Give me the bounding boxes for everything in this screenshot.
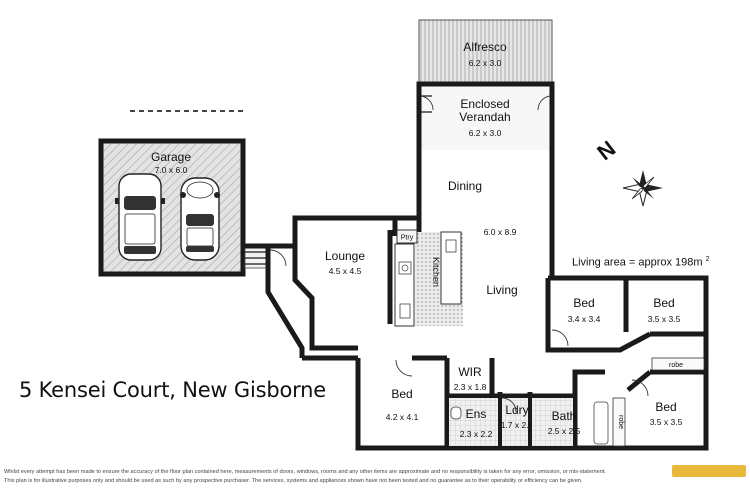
master-bed-label: Bed: [391, 387, 412, 401]
kitchen-label: Kitchen: [431, 257, 441, 287]
house-walls: [265, 150, 709, 451]
laundry-label: Ldry: [505, 403, 528, 417]
bath-dims: 2.5 x 2.5: [548, 426, 581, 436]
bed4-dims: 3.5 x 3.5: [650, 417, 683, 427]
verandah-room: Enclosed Verandah 6.2 x 3.0: [416, 81, 555, 150]
living-label: Living: [486, 283, 517, 297]
dining-label: Dining: [448, 179, 482, 193]
alfresco-area: Alfresco 6.2 x 3.0: [418, 19, 553, 84]
garage-room: Garage 7.0 x 6.0: [98, 138, 246, 277]
lounge-dims: 4.5 x 4.5: [329, 266, 362, 276]
verandah-label-2: Verandah: [459, 110, 510, 124]
compass-north-letter: N: [592, 136, 620, 165]
living-area-superscript: 2: [705, 256, 710, 263]
living-dims: 6.0 x 8.9: [484, 227, 517, 237]
wir-dims: 2.3 x 1.8: [454, 382, 487, 392]
pantry-label: Ptry: [401, 235, 414, 242]
disclaimer-line-1: Whilst every attempt has been made to en…: [4, 469, 606, 475]
kitchen-room: Kitchen Ptry: [394, 229, 463, 327]
company-logo: [672, 465, 746, 477]
garage-label: Garage: [151, 150, 191, 164]
ensuite-dims: 2.3 x 2.2: [460, 429, 493, 439]
bed2-label: Bed: [573, 296, 594, 310]
bed3-label: Bed: [653, 296, 674, 310]
living-area-text: Living area = approx 198m: [572, 256, 703, 269]
alfresco-label: Alfresco: [463, 40, 507, 54]
bed2-dims: 3.4 x 3.4: [568, 314, 601, 324]
lounge-label: Lounge: [325, 249, 365, 263]
car-classic-icon: [180, 177, 220, 261]
disclaimer-line-2: This plan is for illustrative purposes o…: [4, 478, 583, 484]
garage-dims: 7.0 x 6.0: [155, 165, 188, 175]
wir-label: WIR: [458, 365, 482, 379]
bath-label: Bath: [552, 409, 577, 423]
ensuite-label: Ens: [466, 407, 487, 421]
robe1-label: robe: [669, 362, 683, 369]
compass-icon: [622, 170, 663, 207]
verandah-dims: 6.2 x 3.0: [469, 128, 502, 138]
car-suv-icon: [115, 173, 165, 261]
laundry-dims: 1.7 x 2.5: [501, 420, 534, 430]
steps: [243, 243, 287, 269]
property-address: 5 Kensei Court, New Gisborne: [19, 378, 327, 402]
living-area-note: Living area = approx 198m 2: [572, 256, 710, 269]
master-bed-dims: 4.2 x 4.1: [386, 412, 419, 422]
toilet-icon: [450, 406, 462, 420]
bathtub-icon: [593, 401, 609, 445]
verandah-label-1: Enclosed: [460, 97, 509, 111]
robe2-label: robe: [617, 415, 624, 429]
disclaimer: Whilst every attempt has been made to en…: [4, 468, 746, 486]
alfresco-dims: 6.2 x 3.0: [469, 58, 502, 68]
bed4-label: Bed: [655, 400, 676, 414]
bed3-dims: 3.5 x 3.5: [648, 314, 681, 324]
